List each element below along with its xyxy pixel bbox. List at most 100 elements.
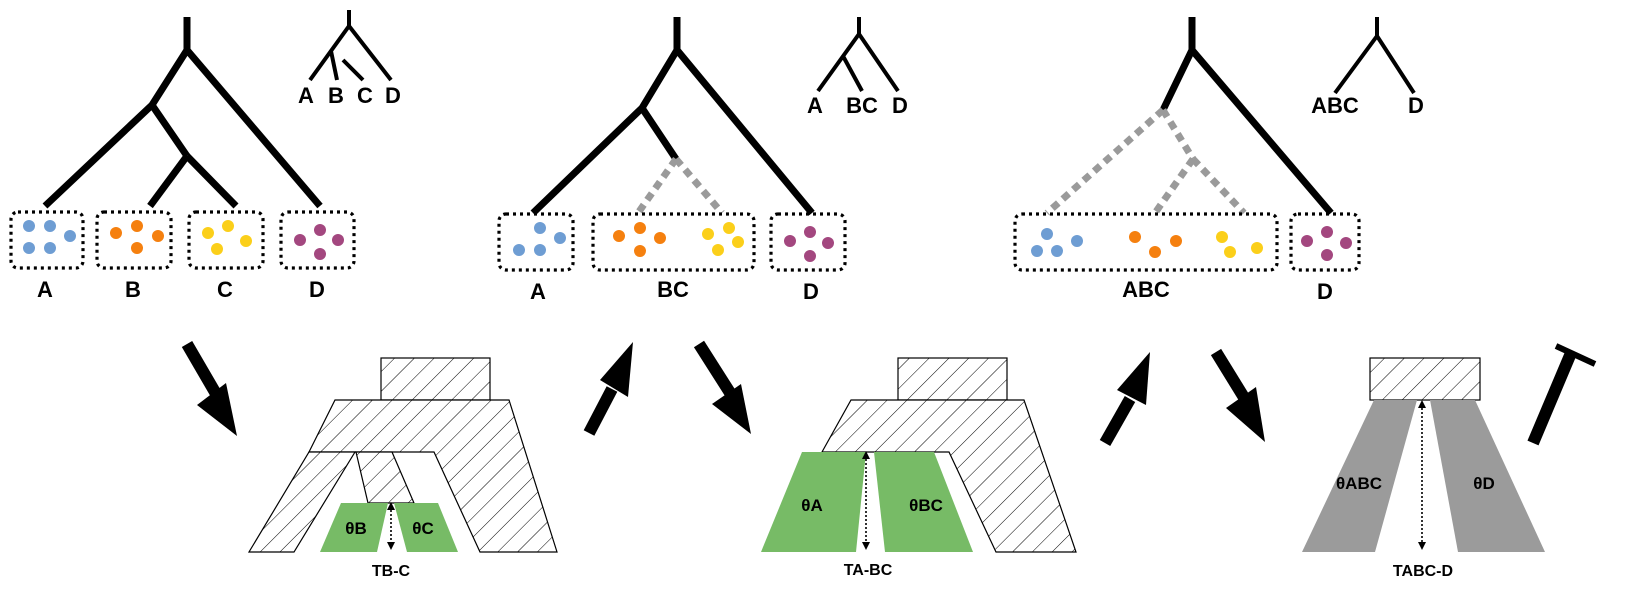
- theta-c-shape: [394, 503, 458, 552]
- sample-dot: [732, 236, 744, 248]
- theta-right-label: θBC: [909, 496, 943, 515]
- group-label: B: [125, 277, 141, 302]
- sample-dot: [332, 234, 344, 246]
- population-tree: [42, 17, 323, 209]
- sample-box-D: [1289, 212, 1361, 272]
- sample-dot: [534, 222, 546, 234]
- panel-1: A B C D A B C D: [9, 10, 558, 580]
- cladogram-tip: A: [298, 83, 314, 108]
- theta-abc-shape: [1302, 400, 1417, 552]
- mini-cladogram: A B C D: [298, 10, 401, 108]
- theta-right-label: θC: [412, 519, 433, 538]
- sample-dot: [1321, 226, 1333, 238]
- sample-dot: [702, 228, 714, 240]
- group-label: D: [309, 277, 325, 302]
- sample-dot: [534, 244, 546, 256]
- split-time-label: TA-BC: [844, 562, 893, 579]
- cladogram-tip: C: [357, 83, 373, 108]
- sample-dot: [712, 244, 724, 256]
- cladogram-tip: D: [892, 93, 908, 118]
- sample-dot: [1041, 228, 1053, 240]
- sample-dot: [613, 230, 625, 242]
- sample-dot: [634, 222, 646, 234]
- theta-a-shape: [761, 452, 866, 552]
- stop-bar: [1527, 343, 1597, 446]
- sample-dot: [202, 227, 214, 239]
- sample-box-A: [9, 210, 85, 270]
- sample-dot: [1321, 249, 1333, 261]
- theta-d-shape: [1430, 400, 1545, 552]
- sample-dot: [634, 245, 646, 257]
- sample-box-A: [497, 212, 575, 272]
- sample-dot: [822, 237, 834, 249]
- sample-box-D: [279, 210, 356, 270]
- group-label: ABC: [1122, 277, 1170, 302]
- split-time-label: TB-C: [372, 563, 411, 580]
- sample-dot: [1340, 237, 1352, 249]
- theta-b-shape: [320, 503, 388, 552]
- group-label: A: [37, 277, 53, 302]
- mini-cladogram: A BC D: [807, 17, 908, 118]
- arrow-down-2: [693, 340, 751, 434]
- cladogram-tip: B: [328, 83, 344, 108]
- sample-dot: [152, 230, 164, 242]
- sample-dot: [131, 242, 143, 254]
- cladogram-tip: ABC: [1311, 93, 1359, 118]
- sample-dot: [44, 242, 56, 254]
- panel-2: A BC D A BC D θ: [497, 17, 1077, 579]
- sample-dot: [1071, 235, 1083, 247]
- sample-box-C: [187, 210, 265, 270]
- theta-left-label: θB: [345, 519, 366, 538]
- split-time-label: TABC-D: [1393, 563, 1453, 580]
- arrow-up-1: [583, 342, 633, 436]
- cladogram-tip: D: [1408, 93, 1424, 118]
- sample-dot: [240, 235, 252, 247]
- sample-dot: [804, 250, 816, 262]
- cladogram-tip: A: [807, 93, 823, 118]
- cladogram-tip: D: [385, 83, 401, 108]
- population-model: θA θBC TA-BC: [761, 357, 1077, 579]
- sample-dot: [654, 232, 666, 244]
- sample-dot: [110, 227, 122, 239]
- group-label: A: [530, 279, 546, 304]
- sample-dot: [784, 235, 796, 247]
- theta-bc-shape: [874, 452, 973, 552]
- arrow-down-3: [1210, 348, 1265, 442]
- population-model: θABC θD TABC-D: [1302, 357, 1545, 580]
- sample-dot: [211, 243, 223, 255]
- group-label: D: [1317, 279, 1333, 304]
- theta-left-label: θA: [801, 496, 822, 515]
- sample-dot: [513, 244, 525, 256]
- group-label: BC: [657, 277, 689, 302]
- population-tree: [1044, 17, 1334, 216]
- sample-dot: [1301, 235, 1313, 247]
- sample-dot: [723, 222, 735, 234]
- sample-dot: [294, 234, 306, 246]
- sample-box-ABC: [1013, 212, 1279, 272]
- arrow-down-1: [181, 340, 237, 436]
- sample-dot: [23, 242, 35, 254]
- population-tree: [530, 17, 815, 216]
- sample-dot: [1031, 245, 1043, 257]
- sample-dot: [1051, 245, 1063, 257]
- group-label: C: [217, 277, 233, 302]
- sample-box-D: [769, 212, 847, 272]
- sample-dot: [554, 232, 566, 244]
- group-label: D: [803, 279, 819, 304]
- sample-dot: [44, 220, 56, 232]
- sample-box-B: [95, 210, 173, 270]
- arrow-up-2: [1099, 352, 1150, 446]
- theta-right-label: θD: [1473, 474, 1494, 493]
- sample-dot: [314, 248, 326, 260]
- mini-cladogram: ABC D: [1311, 17, 1424, 118]
- sample-dot: [131, 220, 143, 232]
- sample-dot: [1129, 231, 1141, 243]
- panel-3: ABC D ABC D θABC θD: [1013, 17, 1545, 580]
- sample-dot: [23, 220, 35, 232]
- sample-dot: [1251, 242, 1263, 254]
- sample-dot: [804, 226, 816, 238]
- theta-left-label: θABC: [1336, 474, 1382, 493]
- sample-dot: [1216, 231, 1228, 243]
- sample-dot: [1224, 246, 1236, 258]
